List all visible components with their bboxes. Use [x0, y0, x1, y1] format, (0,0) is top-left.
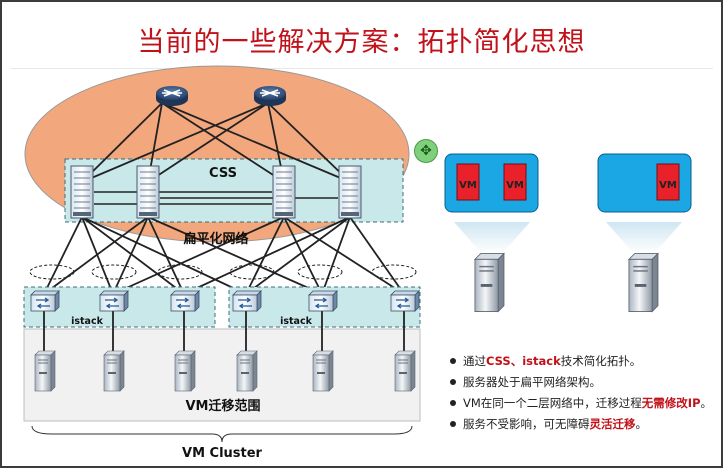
- tower-server-icon: [474, 252, 505, 313]
- bullet-dot: [450, 357, 456, 364]
- move-arrows-icon[interactable]: ✥: [414, 139, 438, 163]
- switch-icon: [170, 290, 200, 312]
- vm-label: VM: [659, 180, 677, 191]
- access-server-links: [43, 307, 405, 357]
- bullet-text: 服务器处于扁平网络架构。: [463, 374, 601, 389]
- tower-server-icon: [628, 252, 659, 313]
- vm-icon: [503, 163, 527, 201]
- flat-network-label: 扁平化网络: [183, 231, 248, 247]
- projection-beam: [454, 222, 530, 254]
- switch-icon: [30, 290, 60, 312]
- tower-server-icon: [103, 350, 125, 392]
- css-label: CSS: [209, 166, 237, 181]
- switch-icon: [390, 290, 420, 312]
- tower-server-icon: [174, 350, 196, 392]
- link-bundle-marks: [29, 264, 417, 280]
- router-links: [81, 102, 351, 183]
- bullet-emphasis: 无需修改IP: [641, 395, 701, 410]
- tower-server-icon: [34, 350, 56, 392]
- bullet-item: 服务器处于扁平网络架构。: [450, 371, 721, 392]
- bullet-text: VM在同一个二层网络中，迁移过程: [463, 395, 642, 410]
- istack-label: istack: [71, 316, 103, 327]
- bullet-emphasis: CSS、istack: [486, 353, 561, 368]
- switch-icon: [99, 290, 129, 312]
- tower-server-icon: [394, 350, 416, 392]
- switch-icon: [308, 290, 338, 312]
- vm-label: VM: [506, 180, 524, 191]
- bullet-dot: [450, 378, 456, 385]
- chassis-switch-icon: [338, 165, 362, 219]
- tower-server-icon: [236, 350, 258, 392]
- vm-range-label: VM迁移范围: [186, 398, 261, 414]
- css-stack-links: [94, 191, 338, 205]
- bullet-text: 技术简化拓扑。: [560, 353, 642, 368]
- router-icon: [155, 85, 189, 107]
- vm-cluster-label: VM Cluster: [182, 446, 263, 461]
- bullet-text: 。: [635, 416, 648, 431]
- vm-icon: [456, 163, 480, 201]
- switch-icon: [232, 290, 262, 312]
- bullet-item: VM在同一个二层网络中，迁移过程无需修改IP。: [450, 392, 721, 413]
- chassis-switch-icon: [70, 165, 94, 219]
- tower-server-icon: [312, 350, 334, 392]
- title-divider: [10, 68, 713, 69]
- bullet-item: 服务不受影响，可无障碍灵活迁移。: [450, 413, 721, 434]
- slide-title: 当前的一些解决方案：拓扑简化思想: [137, 27, 586, 58]
- bullet-emphasis: 灵活迁移: [589, 416, 636, 431]
- bullet-dot: [450, 399, 456, 406]
- chassis-switch-icon: [272, 165, 296, 219]
- bullet-text: 。: [700, 395, 713, 410]
- chassis-switch-icon: [136, 165, 160, 219]
- bullet-dot: [450, 420, 456, 427]
- bullet-text: 通过: [463, 353, 486, 368]
- vm-icon: [656, 163, 680, 201]
- projection-beam: [606, 222, 682, 254]
- vm-label: VM: [459, 180, 477, 191]
- vm-cluster-bracket: [31, 425, 413, 443]
- bullet-text: 服务不受影响，可无障碍: [463, 416, 590, 431]
- core-access-links: [43, 216, 405, 295]
- istack-label: istack: [280, 316, 312, 327]
- vm-range-panel: [23, 328, 421, 422]
- router-icon: [253, 85, 287, 107]
